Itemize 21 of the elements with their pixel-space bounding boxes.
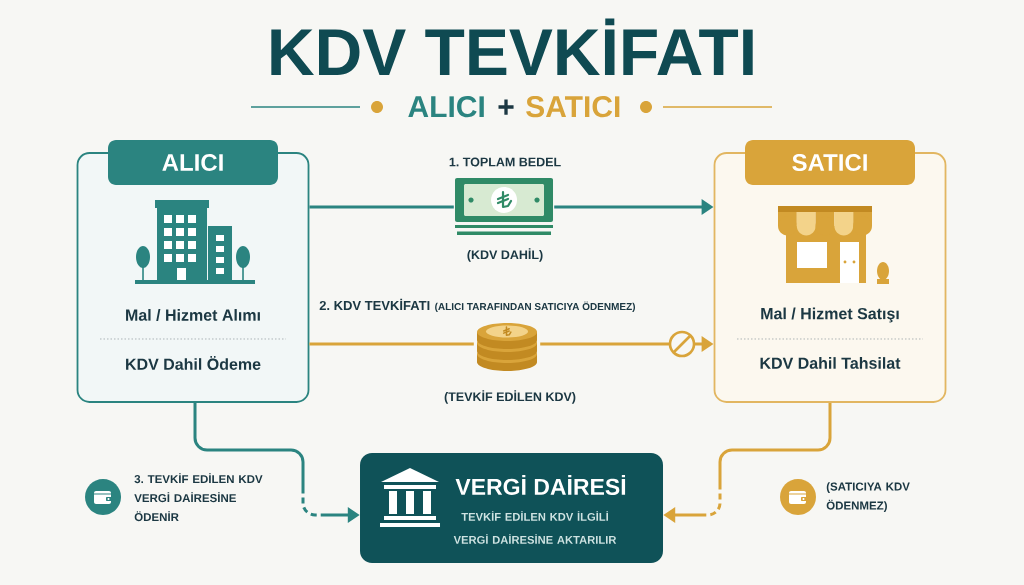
subtitle-text: +: [498, 99, 514, 115]
caption-text: 2. KDV TEVKİFATI: [319, 298, 430, 310]
subtitle-text: ALICI: [408, 96, 484, 118]
caption-text: (TEVKİF EDİLEN KDV): [444, 390, 576, 404]
caption-text: (ALICI TARAFINDAN SATICIYA ÖDENMEZ): [435, 301, 635, 313]
note-text: 3. TEVKİF EDİLEN KDV VERGİ DAİRESİNE ÖDENİR: [134, 473, 263, 522]
note-text: (SATICIYA KDV ÖDENMEZ): [826, 482, 910, 512]
title: KDV TEVKİFATI: [271, 18, 753, 75]
connector-line: [309, 205, 454, 209]
panel-text: KDV Dahil Tahsilat: [760, 357, 901, 369]
box-text: TEVKİF EDİLEN KDV İLGİLİ VERGİ DAİRESİNE AKTARILIR: [453, 511, 617, 544]
header-tab: ALICI: [108, 140, 278, 185]
panel-text: Mal / Hizmet Alımı: [126, 309, 260, 321]
subtitle-text: SATICI: [526, 96, 620, 118]
panel-text: Mal / Hizmet Satışı: [761, 307, 899, 323]
panel-text: KDV Dahil Ödeme: [126, 356, 261, 370]
caption-text: 1. TOPLAM BEDEL: [449, 157, 561, 167]
caption-text: (KDV DAHİL): [467, 248, 543, 262]
box-heading: VERGİ DAİRESİ: [455, 475, 626, 495]
header-tab: SATICI: [745, 140, 915, 185]
connector-line: [309, 342, 474, 346]
